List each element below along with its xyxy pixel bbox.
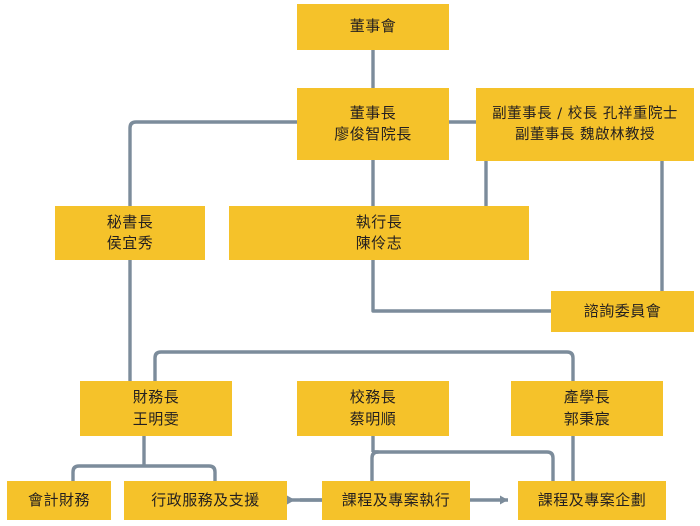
node-vice-chairmen[interactable]: 副董事長 / 校長 孔祥重院士 副董事長 魏啟林教授 — [476, 88, 694, 161]
node-cfo-line2: 王明雯 — [132, 409, 180, 428]
node-board[interactable]: 董事會 — [297, 4, 449, 50]
link-ceo-to-advisory — [371, 260, 551, 313]
node-chairman[interactable]: 董事長 廖俊智院長 — [297, 88, 449, 160]
node-secretary-general-line2: 侯宜秀 — [106, 234, 154, 252]
node-secretary-general[interactable]: 秘書長 侯宜秀 — [55, 206, 205, 260]
link-provost-bus-left — [370, 450, 380, 481]
node-industry-academia-line1: 產學長 — [563, 388, 611, 407]
node-advisory-committee-line1: 諮詢委員會 — [583, 301, 662, 320]
node-board-line1: 董事會 — [349, 17, 397, 36]
link-cfo-bus-left — [71, 464, 144, 481]
node-industry-academia-line2: 郭秉宸 — [563, 409, 611, 428]
node-secretary-general-line1: 秘書長 — [106, 212, 154, 231]
node-chairman-line2: 廖俊智院長 — [334, 125, 412, 143]
node-admin-services-line1: 行政服務及支援 — [151, 490, 260, 509]
node-accounting-finance-line1: 會計財務 — [27, 490, 90, 509]
node-chairman-line1: 董事長 — [349, 103, 397, 122]
node-ceo-line1: 執行長 — [355, 212, 403, 231]
node-advisory-committee[interactable]: 諮詢委員會 — [551, 291, 694, 332]
node-vice-chairmen-line1: 副董事長 / 校長 孔祥重院士 — [492, 105, 678, 122]
link-cfo-bus-right — [144, 464, 217, 481]
node-provost[interactable]: 校務長 蔡明順 — [297, 381, 449, 436]
node-provost-line1: 校務長 — [349, 388, 397, 407]
node-industry-academia[interactable]: 產學長 郭秉宸 — [511, 381, 663, 436]
node-provost-line2: 蔡明順 — [349, 409, 397, 428]
node-course-project-exec[interactable]: 課程及專案執行 — [322, 481, 470, 520]
node-cfo[interactable]: 財務長 王明雯 — [80, 381, 232, 436]
node-cfo-line1: 財務長 — [132, 388, 180, 407]
node-ceo-line2: 陳伶志 — [355, 234, 403, 252]
node-course-project-plan[interactable]: 課程及專案企劃 — [518, 481, 666, 520]
link-ceo-bus-left — [153, 350, 373, 381]
node-vice-chairmen-line2: 副董事長 魏啟林教授 — [514, 126, 656, 143]
node-accounting-finance[interactable]: 會計財務 — [7, 481, 111, 520]
node-ceo[interactable]: 執行長 陳伶志 — [229, 206, 529, 260]
link-chairman-to-secretary — [128, 120, 297, 206]
node-course-project-exec-line1: 課程及專案執行 — [341, 490, 451, 509]
link-ceo-bus-right — [373, 350, 575, 381]
node-course-project-plan-line1: 課程及專案企劃 — [537, 490, 647, 509]
node-admin-services[interactable]: 行政服務及支援 — [124, 481, 287, 520]
link-provost-bus-right — [372, 450, 555, 481]
